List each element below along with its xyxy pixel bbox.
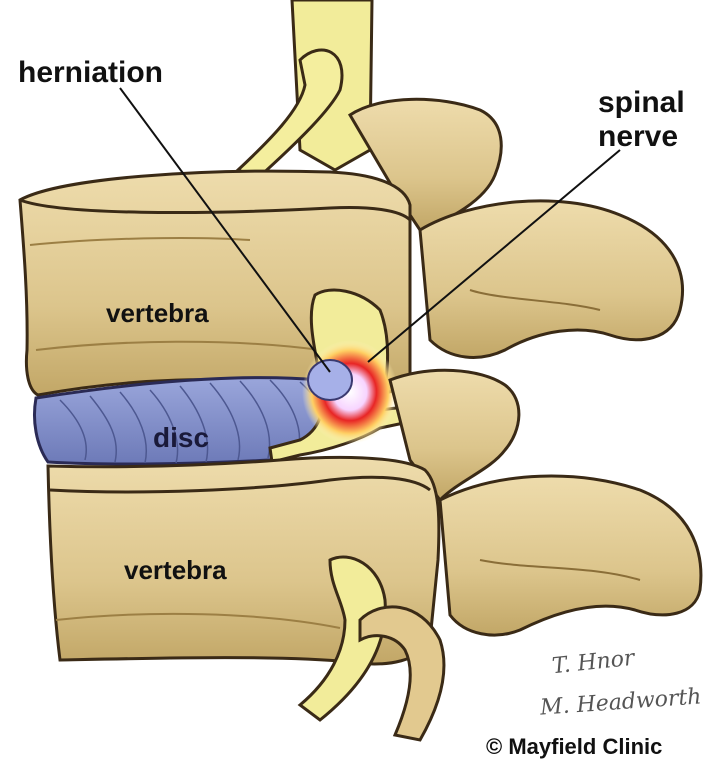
vertebra-bottom-label: vertebra bbox=[124, 555, 227, 585]
copyright-text: © Mayfield Clinic bbox=[486, 734, 663, 759]
disc-label: disc bbox=[153, 422, 210, 453]
vertebra-top-label: vertebra bbox=[106, 298, 209, 328]
herniation-bulge bbox=[302, 340, 398, 444]
spinal-nerve-label-line2: nerve bbox=[598, 120, 679, 153]
herniation-leader-line bbox=[119, 87, 331, 373]
upper-facet-process bbox=[347, 97, 684, 359]
spinal-nerve-label-line1: spinal bbox=[598, 86, 685, 119]
nerve-root-bottom bbox=[297, 555, 446, 742]
herniation-label: herniation bbox=[18, 56, 164, 89]
spinal-nerve-leader-line bbox=[367, 149, 621, 363]
spinal-nerve-label: spinal nerve bbox=[598, 86, 685, 154]
nerve-root-top bbox=[235, 0, 374, 180]
intervertebral-disc bbox=[33, 376, 354, 466]
